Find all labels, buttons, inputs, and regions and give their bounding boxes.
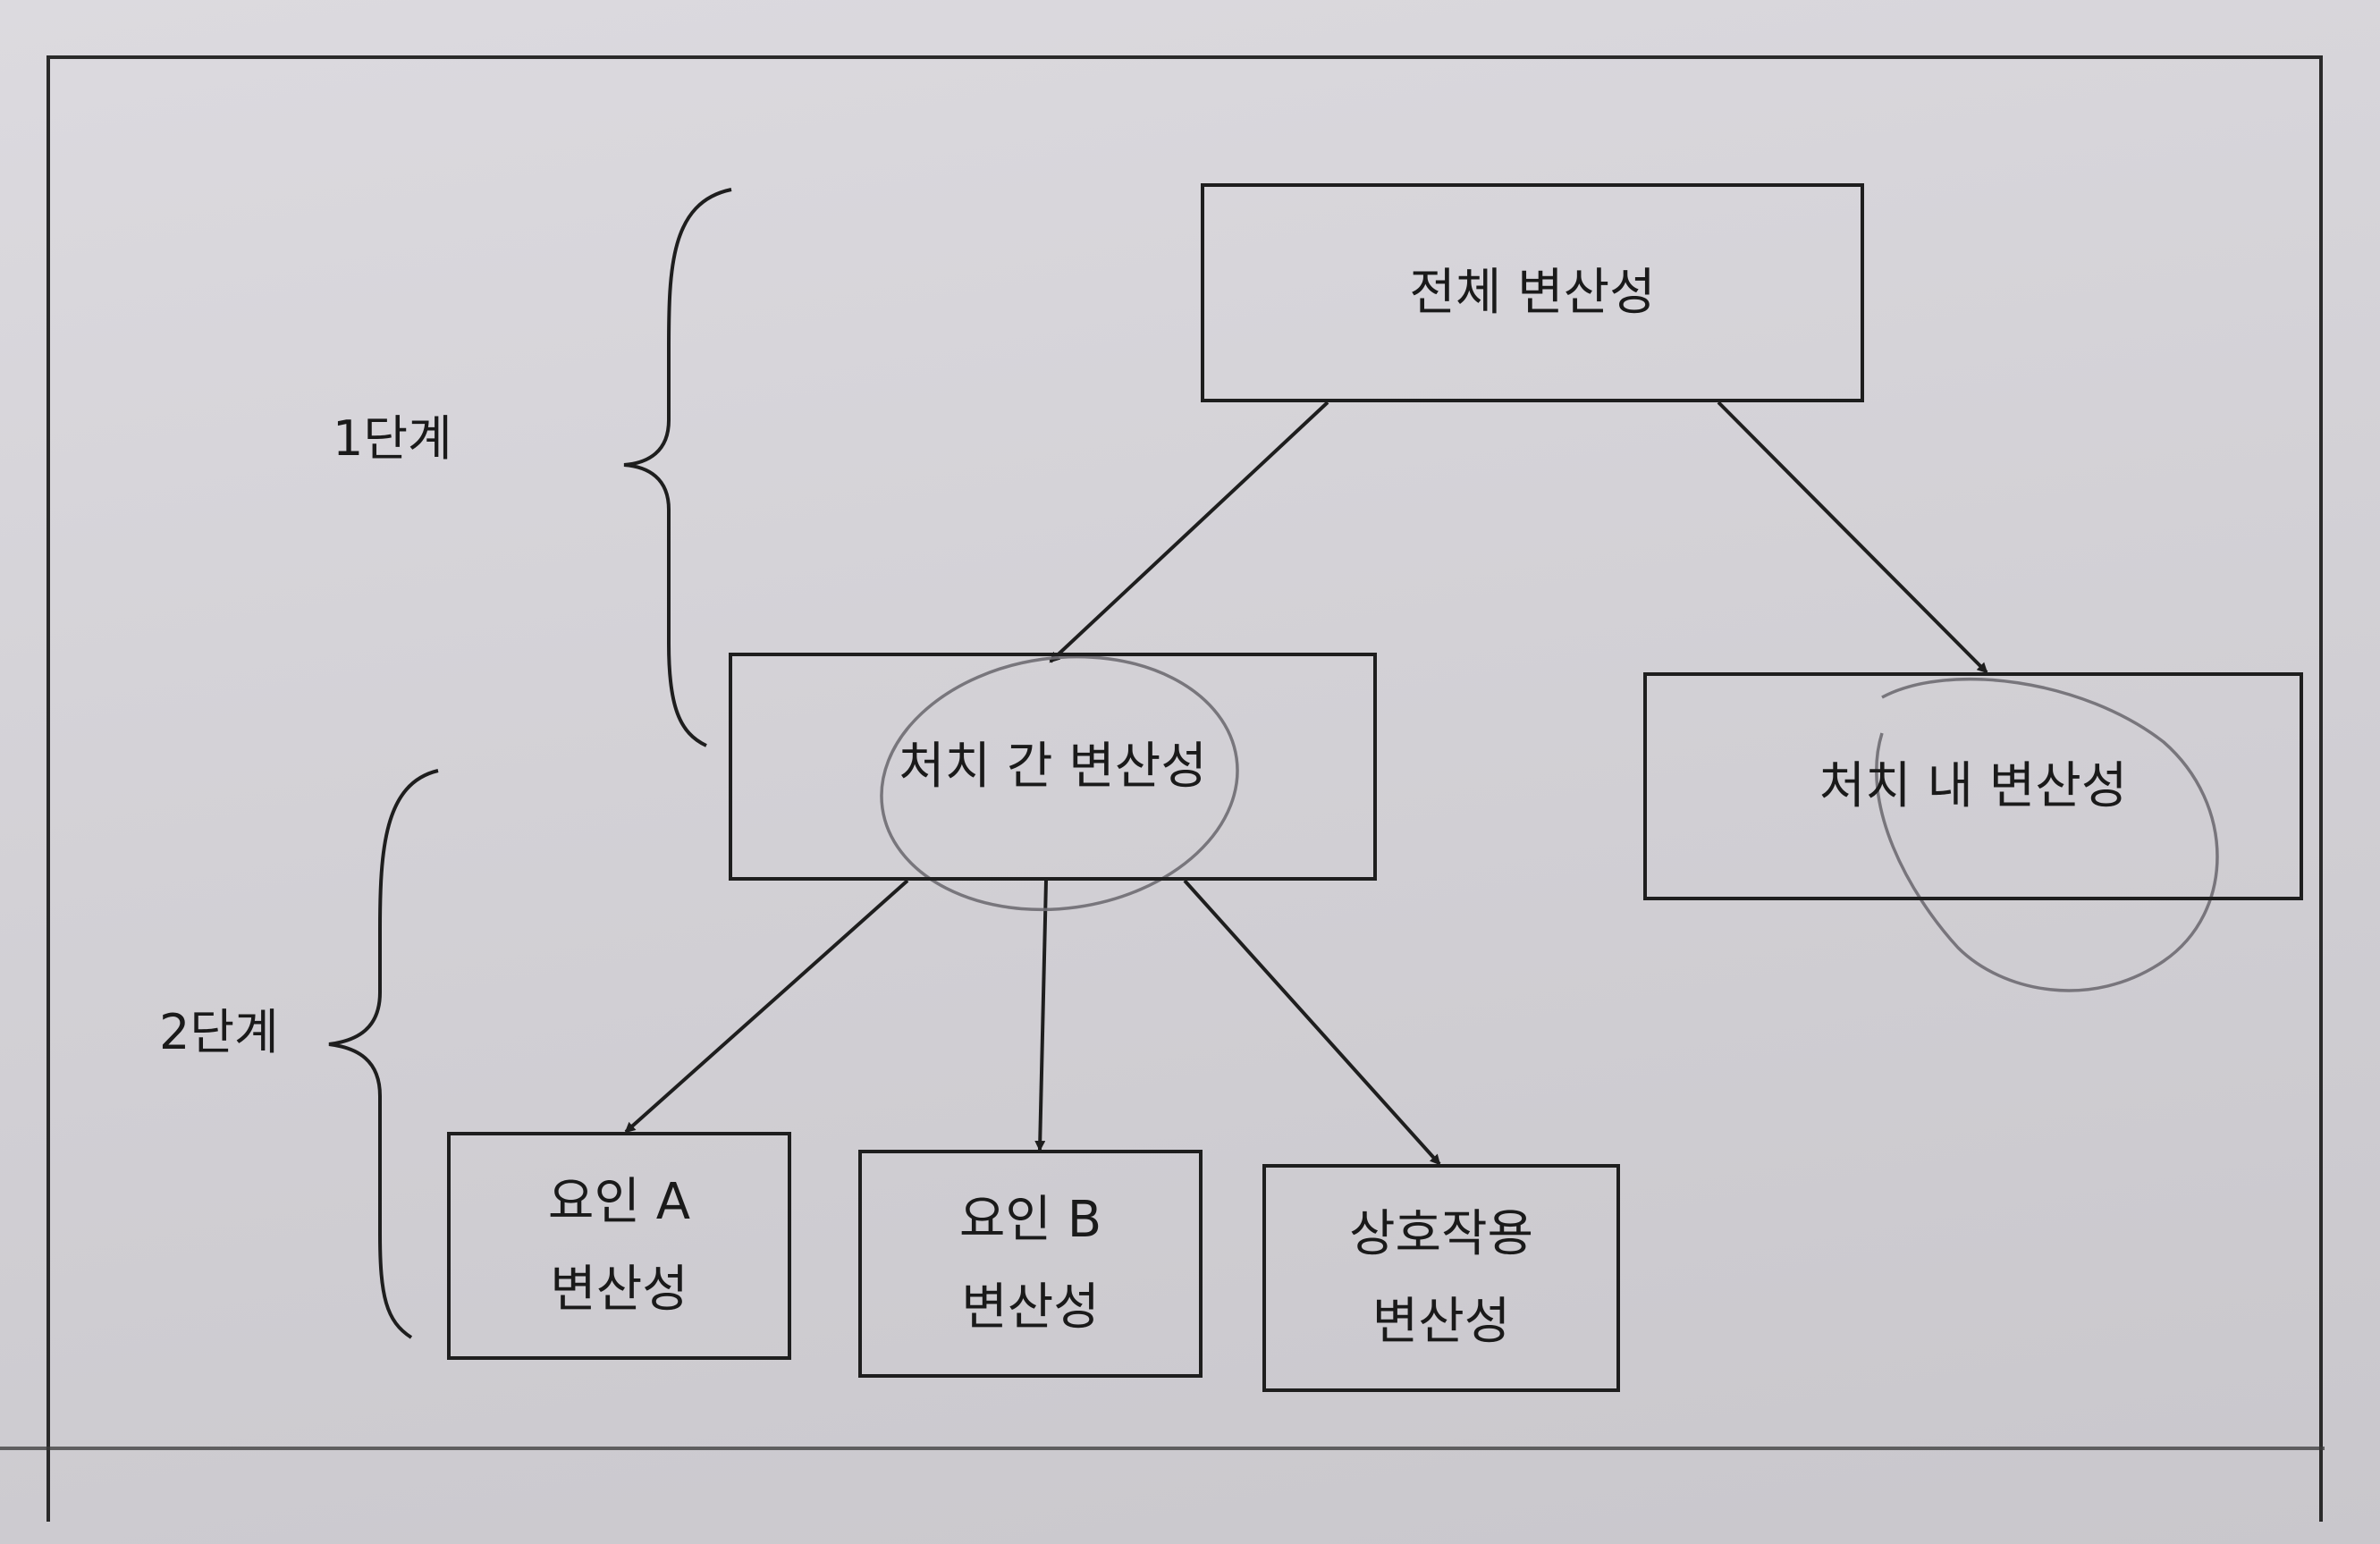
edge-between-to-factor-b — [1034, 880, 1048, 1152]
stage-2-label: 2단계 — [159, 1004, 279, 1060]
node-between-label: 처치 간 변산성 — [899, 737, 1207, 796]
node-interaction-line2: 변산성 — [1371, 1292, 1511, 1351]
node-factor-a-line2: 변산성 — [550, 1260, 688, 1319]
node-factor-b-line2: 변산성 — [961, 1278, 1100, 1337]
node-interaction-variability: 상호작용 변산성 — [1262, 1164, 1620, 1392]
pencil-circle-between — [880, 654, 1239, 912]
node-factor-a-variability: 요인 A 변산성 — [447, 1132, 791, 1360]
edge-total-to-between — [1049, 401, 1329, 663]
edge-total-to-within — [1717, 401, 1988, 674]
stage-1-label: 1단계 — [333, 410, 452, 467]
stage2-brace — [328, 769, 439, 1339]
edge-between-to-factor-a — [624, 879, 909, 1134]
pencil-circle-within — [1875, 677, 2219, 992]
node-factor-b-line1: 요인 B — [958, 1190, 1102, 1249]
bottom-rule — [0, 1447, 2325, 1450]
node-between-treatments-variability: 처치 간 변산성 — [729, 653, 1377, 881]
diagram-frame — [46, 55, 2323, 1522]
node-within-treatments-variability: 처치 내 변산성 — [1643, 672, 2303, 900]
stage1-brace — [623, 188, 732, 747]
node-within-label: 처치 내 변산성 — [1819, 756, 2128, 815]
node-total-variability: 전체 변산성 — [1201, 183, 1864, 402]
node-interaction-line1: 상호작용 — [1348, 1204, 1534, 1263]
node-total-label: 전체 변산성 — [1409, 263, 1656, 322]
edge-between-to-interaction — [1183, 879, 1441, 1166]
node-factor-b-variability: 요인 B 변산성 — [858, 1150, 1203, 1378]
node-factor-a-line1: 요인 A — [547, 1172, 691, 1231]
